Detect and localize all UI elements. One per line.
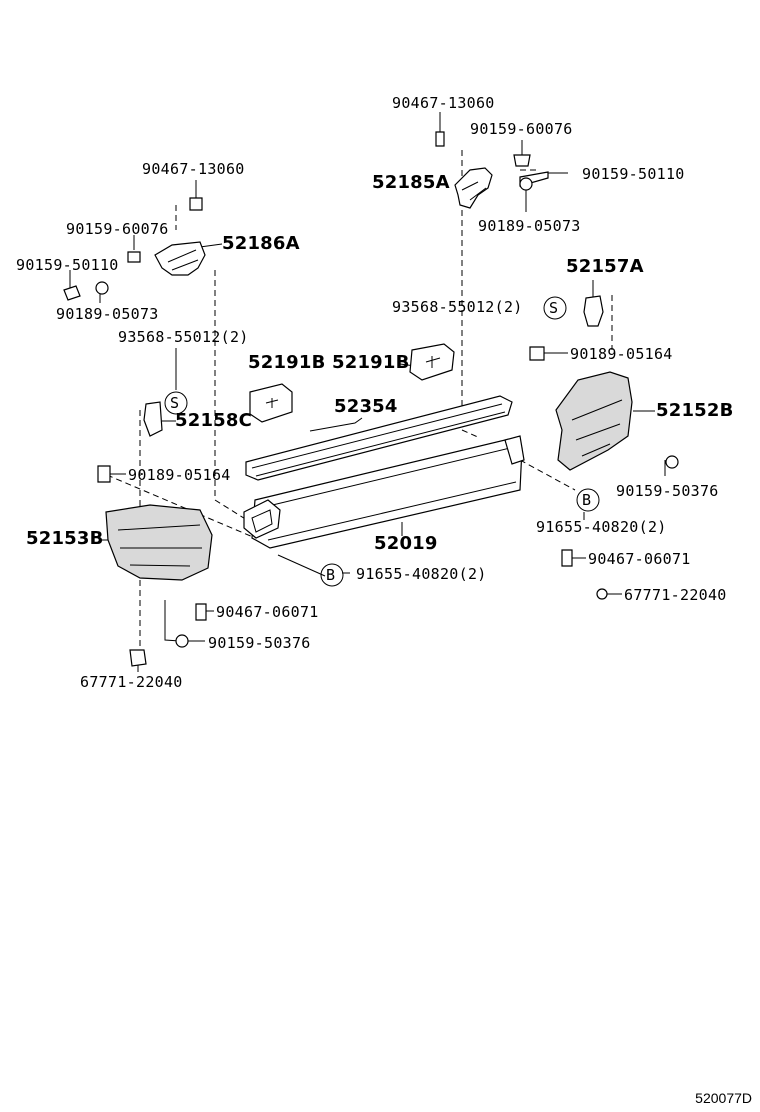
part-label-52191B-left: 52191B (248, 352, 326, 373)
part-label-52019: 52019 (374, 533, 438, 554)
part-label-90159-50110-right: 90159-50110 (582, 165, 685, 183)
part-label-52157A: 52157A (566, 256, 644, 277)
part-label-52191B-right: 52191B (332, 352, 410, 373)
part-label-90159-60076-left: 90159-60076 (66, 220, 169, 238)
part-label-90189-05073-left: 90189-05073 (56, 305, 159, 323)
part-label-52354: 52354 (334, 396, 398, 417)
part-label-93568-55012-right: 93568-55012(2) (392, 298, 523, 316)
part-label-52158C: 52158C (175, 410, 253, 431)
part-label-52152B: 52152B (656, 400, 734, 421)
part-label-90159-50376-left: 90159-50376 (208, 634, 311, 652)
part-label-91655-40820-left: 91655-40820(2) (356, 565, 487, 583)
part-label-91655-40820-right: 91655-40820(2) (536, 518, 667, 536)
part-label-90467-06071-right: 90467-06071 (588, 550, 691, 568)
part-label-90467-13060-right: 90467-13060 (392, 94, 495, 112)
part-label-90159-50376-right: 90159-50376 (616, 482, 719, 500)
part-label-90159-50110-left: 90159-50110 (16, 256, 119, 274)
part-label-90159-60076-right: 90159-60076 (470, 120, 573, 138)
part-label-90467-13060-left: 90467-13060 (142, 160, 245, 178)
part-label-93568-55012-left: 93568-55012(2) (118, 328, 249, 346)
part-label-90189-05164-right: 90189-05164 (570, 345, 673, 363)
part-label-90467-06071-left: 90467-06071 (216, 603, 319, 621)
part-label-90189-05164-left: 90189-05164 (128, 466, 231, 484)
circle-B-right: B (582, 491, 592, 509)
part-label-52185A: 52185A (372, 172, 450, 193)
part-label-67771-22040-right: 67771-22040 (624, 586, 727, 604)
part-label-90189-05073-right: 90189-05073 (478, 217, 581, 235)
part-label-67771-22040-left: 67771-22040 (80, 673, 183, 691)
circle-S-left: S (170, 394, 180, 412)
circle-B-left: B (326, 566, 336, 584)
diagram-code: 520077D (695, 1090, 752, 1106)
circle-S-right: S (549, 299, 559, 317)
part-label-52153B: 52153B (26, 528, 104, 549)
part-label-52186A: 52186A (222, 233, 300, 254)
